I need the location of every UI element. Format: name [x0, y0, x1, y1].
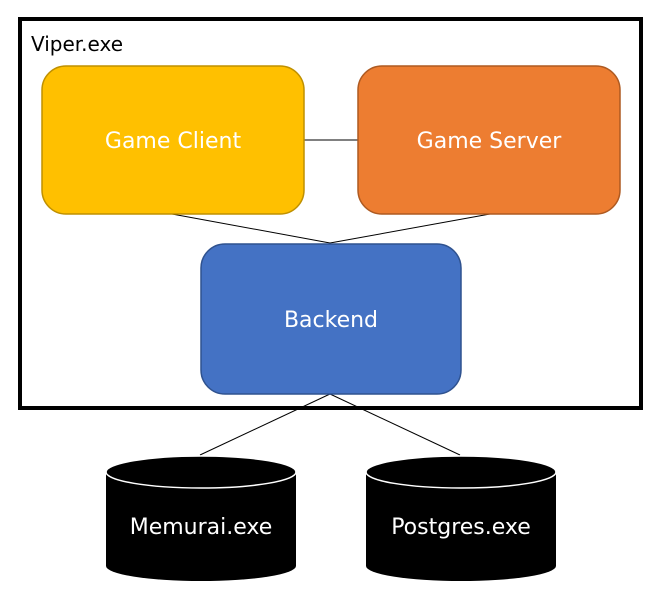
- connector-backend-postgres: [329, 393, 461, 456]
- postgres-label: Postgres.exe: [391, 515, 531, 540]
- connector-server-backend: [329, 213, 491, 244]
- memurai-cylinder-body: [106, 472, 296, 581]
- memurai-cylinder-top: [105, 455, 297, 489]
- game-client-box: [41, 65, 305, 215]
- backend-box: [200, 243, 462, 395]
- backend-label: Backend: [284, 308, 378, 333]
- postgres-cylinder-body: [366, 472, 556, 581]
- game-server-node: Game Server: [357, 65, 621, 215]
- viper-container-label: Viper.exe: [31, 32, 123, 56]
- game-server-box: [357, 65, 621, 215]
- game-client-label: Game Client: [105, 129, 242, 154]
- connector-client-backend: [171, 213, 331, 244]
- connector-backend-memurai: [199, 393, 331, 456]
- backend-node: Backend: [200, 243, 462, 395]
- memurai-label: Memurai.exe: [130, 515, 273, 540]
- game-client-node: Game Client: [41, 65, 305, 215]
- postgres-database: Postgres.exe: [365, 455, 557, 581]
- game-server-label: Game Server: [417, 129, 563, 154]
- memurai-database: Memurai.exe: [105, 455, 297, 581]
- postgres-cylinder-top: [365, 455, 557, 489]
